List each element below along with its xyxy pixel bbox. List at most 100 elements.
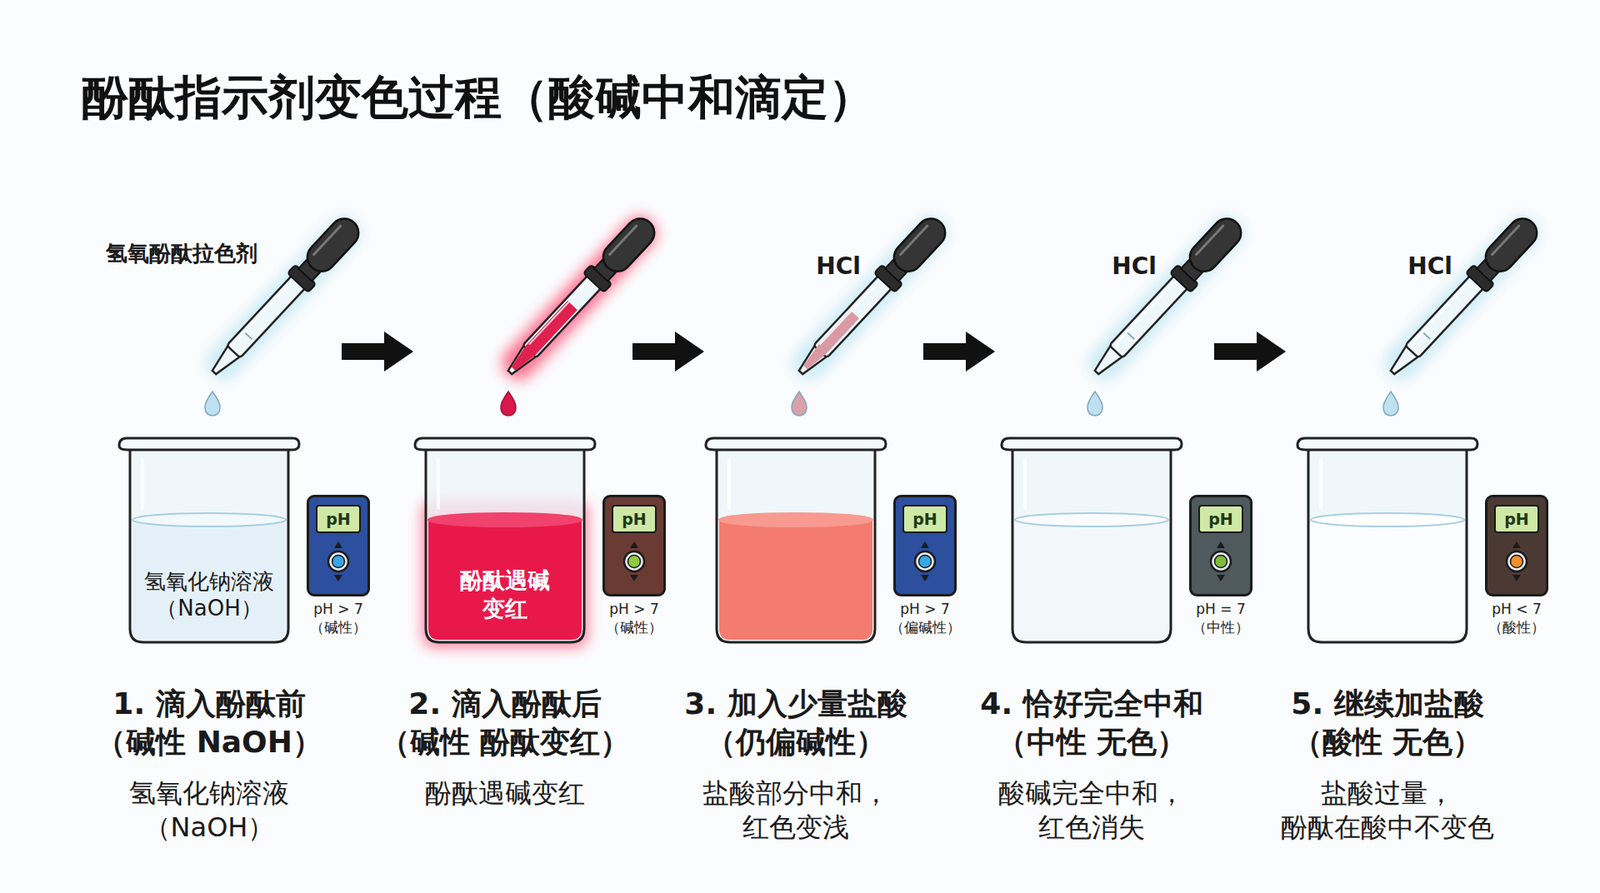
beaker-glass bbox=[425, 448, 585, 643]
down-key bbox=[920, 575, 930, 582]
beaker-glass bbox=[716, 448, 875, 643]
step-caption: 5. 继续加盐酸 （酸性 无色） bbox=[1285, 685, 1490, 762]
step-note: 盐酸过量， 酚酞在酸中不变色 bbox=[1274, 776, 1501, 845]
ph-reading: pH > 7 （偏碱性） bbox=[887, 600, 963, 637]
dropper-liquid bbox=[800, 310, 860, 372]
meter-buttons bbox=[1191, 536, 1250, 595]
liquid-surface bbox=[1310, 513, 1465, 527]
dropper-glow bbox=[1082, 210, 1250, 387]
beaker-outline bbox=[1308, 448, 1467, 643]
beaker-figure bbox=[705, 438, 886, 643]
dropper-glow bbox=[786, 210, 955, 387]
ph-meter: pHpH = 7 （中性） bbox=[1189, 495, 1253, 597]
beaker-figure bbox=[415, 438, 595, 649]
down-key bbox=[334, 575, 343, 582]
step-note: 氢氧化钠溶液 （NaOH） bbox=[122, 776, 296, 845]
step-caption: 4. 恰好完全中和 （中性 无色） bbox=[971, 685, 1212, 762]
beaker-glass bbox=[1308, 448, 1467, 643]
beaker-shine bbox=[1023, 460, 1027, 509]
beaker-rim bbox=[1297, 438, 1478, 450]
step-caption: 2. 滴入酚酞后 （碱性 酚酞变红） bbox=[373, 685, 638, 762]
step-note: 盐酸部分中和， 红色变浅 bbox=[694, 776, 897, 845]
dropper-glow bbox=[495, 210, 664, 387]
button bbox=[919, 555, 932, 569]
beaker-rim bbox=[705, 438, 886, 450]
ph-reading: pH > 7 （碱性） bbox=[603, 600, 666, 637]
up-key bbox=[630, 541, 639, 549]
liquid bbox=[1015, 520, 1169, 640]
flow-arrow bbox=[632, 331, 705, 372]
beaker-figure bbox=[1297, 438, 1478, 643]
beaker-glow bbox=[421, 500, 589, 649]
beaker-outline bbox=[716, 448, 875, 643]
dropper-shine bbox=[1115, 284, 1173, 345]
beaker-text: 氢氧化钠溶液 （NaOH） bbox=[139, 568, 280, 623]
dropper-bulb bbox=[301, 212, 365, 277]
liquid-surface bbox=[132, 513, 286, 527]
button-ring bbox=[328, 551, 349, 572]
meter-screen: pH bbox=[1198, 505, 1244, 534]
dropper bbox=[200, 210, 368, 387]
liquid bbox=[428, 520, 582, 640]
dropper-bulb bbox=[888, 212, 951, 277]
bulb-shine bbox=[314, 225, 341, 255]
bulb-shine bbox=[1492, 225, 1520, 255]
up-key bbox=[1512, 541, 1521, 549]
beaker-rim bbox=[119, 438, 300, 450]
liquid-surface bbox=[428, 513, 582, 527]
dropper-level bbox=[1423, 332, 1431, 340]
flow-arrow bbox=[341, 331, 414, 372]
meter-buttons bbox=[895, 536, 955, 595]
beaker-rim bbox=[415, 438, 595, 450]
meter-screen: pH bbox=[611, 505, 657, 534]
ph-meter: pHpH > 7 （碱性） bbox=[306, 495, 370, 597]
beaker-glass bbox=[1012, 448, 1171, 643]
drop bbox=[500, 391, 516, 416]
dropper bbox=[1378, 210, 1546, 387]
beaker: 酚酞遇碱 变红 bbox=[428, 541, 582, 649]
dropper-shine bbox=[820, 284, 877, 345]
ph-reading: pH = 7 （中性） bbox=[1190, 600, 1253, 637]
drop bbox=[205, 391, 220, 416]
beaker-text: 酚酞遇碱 变红 bbox=[454, 566, 556, 624]
meter-buttons bbox=[309, 536, 368, 595]
down-key bbox=[630, 575, 639, 582]
beaker: 氢氧化钠溶液 （NaOH） bbox=[132, 541, 286, 649]
dropper-tube bbox=[226, 275, 306, 359]
dropper-glow bbox=[1378, 210, 1546, 387]
beaker-outline bbox=[130, 448, 289, 643]
dropper-shine bbox=[1411, 284, 1469, 345]
dropper-bulb bbox=[1184, 212, 1247, 277]
dropper-shine bbox=[233, 284, 290, 345]
up-key bbox=[334, 541, 343, 549]
ph-meter: pHpH > 7 （碱性） bbox=[602, 495, 666, 597]
beaker-shine bbox=[1319, 460, 1323, 509]
scene bbox=[119, 210, 1546, 649]
meter-screen: pH bbox=[902, 505, 948, 534]
dropper-level bbox=[1127, 332, 1135, 340]
reagent-label: 氢氧酚酞拉色剂 bbox=[105, 240, 258, 267]
beaker-figure bbox=[1001, 438, 1182, 643]
ph-reading: pH < 7 （酸性） bbox=[1485, 600, 1549, 637]
beaker-glass bbox=[130, 448, 289, 643]
beaker-outline bbox=[1012, 448, 1171, 643]
up-key bbox=[1216, 541, 1225, 549]
beaker-rim bbox=[1001, 438, 1182, 450]
dropper-shine bbox=[529, 284, 586, 345]
step-note: 酚酞遇碱变红 bbox=[425, 776, 585, 811]
step-caption: 1. 滴入酚酞前 （碱性 NaOH） bbox=[85, 685, 332, 762]
reagent-label: HCl bbox=[1111, 252, 1157, 281]
meter-buttons bbox=[605, 536, 664, 595]
step-note: 酸碱完全中和， 红色消失 bbox=[990, 776, 1193, 845]
dropper-bulb bbox=[1480, 212, 1543, 277]
dropper-tube bbox=[1109, 275, 1189, 359]
button-ring bbox=[1506, 551, 1527, 572]
reagent-label: HCl bbox=[1407, 252, 1453, 281]
reagent-label: HCl bbox=[815, 252, 861, 281]
step-caption: 3. 加入少量盐酸 （仍偏碱性） bbox=[675, 685, 916, 762]
button-ring bbox=[915, 551, 935, 572]
title: 酚酞指示剂变色过程（酸碱中和滴定） bbox=[81, 66, 875, 130]
ph-meter: pHpH < 7 （酸性） bbox=[1485, 495, 1549, 597]
liquid-surface bbox=[719, 513, 873, 527]
